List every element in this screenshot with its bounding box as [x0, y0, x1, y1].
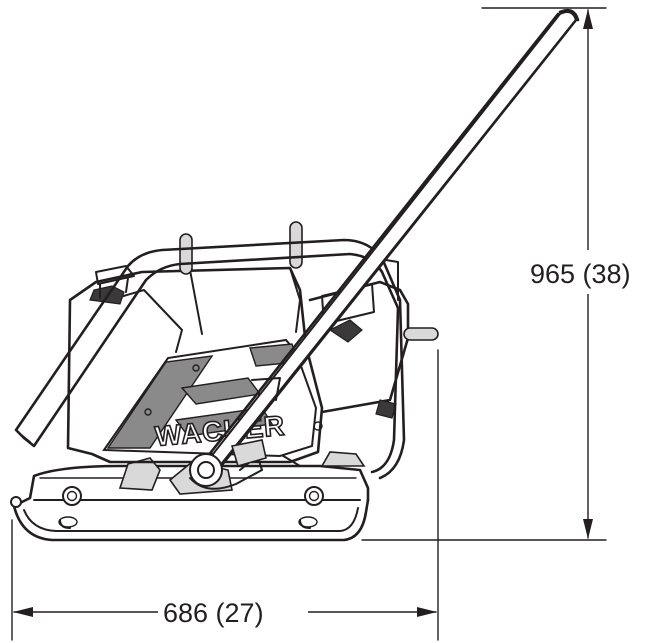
plate-bolt-left	[62, 486, 82, 506]
plate-bolt-right	[304, 486, 324, 506]
base-plate	[10, 464, 370, 542]
height-dimension: 965 (38)	[361, 7, 660, 541]
front-pin	[10, 496, 22, 508]
width-dimension-label: 686 (27)	[163, 598, 264, 628]
width-label-bg	[158, 594, 308, 630]
fuel-cap	[89, 265, 135, 305]
guide-handle	[189, 8, 580, 490]
width-dimension: 686 (27)	[11, 349, 439, 641]
handle-pivot	[189, 453, 223, 487]
height-label-bg	[530, 250, 660, 294]
plate-compactor: WACKER	[10, 8, 580, 542]
engine-right-side	[308, 259, 439, 419]
height-dimension-label: 965 (38)	[530, 259, 631, 289]
